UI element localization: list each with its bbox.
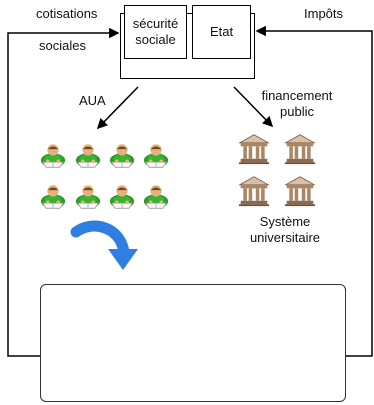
- student-reading-icon: [109, 184, 135, 209]
- university-building-icon: [238, 134, 270, 165]
- student-reading-icon: [40, 143, 66, 168]
- aua-arrow: [96, 86, 139, 130]
- securite-sociale-label: sécurité sociale: [132, 16, 179, 47]
- student-reading-icon: [75, 143, 101, 168]
- student-icons: [40, 143, 169, 209]
- student-reading-icon: [75, 184, 101, 209]
- impots-feedback-line: [255, 25, 373, 357]
- university-building-icon: [284, 176, 316, 207]
- sociales-label: sociales: [39, 38, 86, 53]
- impots-label: Impôts: [304, 6, 344, 21]
- student-reading-icon: [143, 184, 169, 209]
- cotisations-feedback-line: [7, 27, 120, 357]
- university-buildings: [238, 134, 316, 207]
- curved-blue-arrow-icon: [70, 220, 138, 270]
- etat-box: Etat: [192, 5, 251, 59]
- student-reading-icon: [40, 184, 66, 209]
- labor-market-box: [40, 284, 346, 402]
- financement-public-label: financement public: [261, 88, 333, 119]
- student-reading-icon: [109, 143, 135, 168]
- university-building-icon: [238, 176, 270, 207]
- systeme-universitaire-label: Système universitaire: [249, 214, 321, 245]
- university-building-icon: [284, 134, 316, 165]
- etat-label: Etat: [209, 24, 234, 39]
- aua-label: AUA: [79, 93, 106, 108]
- student-reading-icon: [143, 143, 169, 168]
- cotisations-label: cotisations: [36, 6, 98, 21]
- securite-sociale-box: sécurité sociale: [124, 5, 187, 59]
- public-funding-arrow: [233, 86, 274, 128]
